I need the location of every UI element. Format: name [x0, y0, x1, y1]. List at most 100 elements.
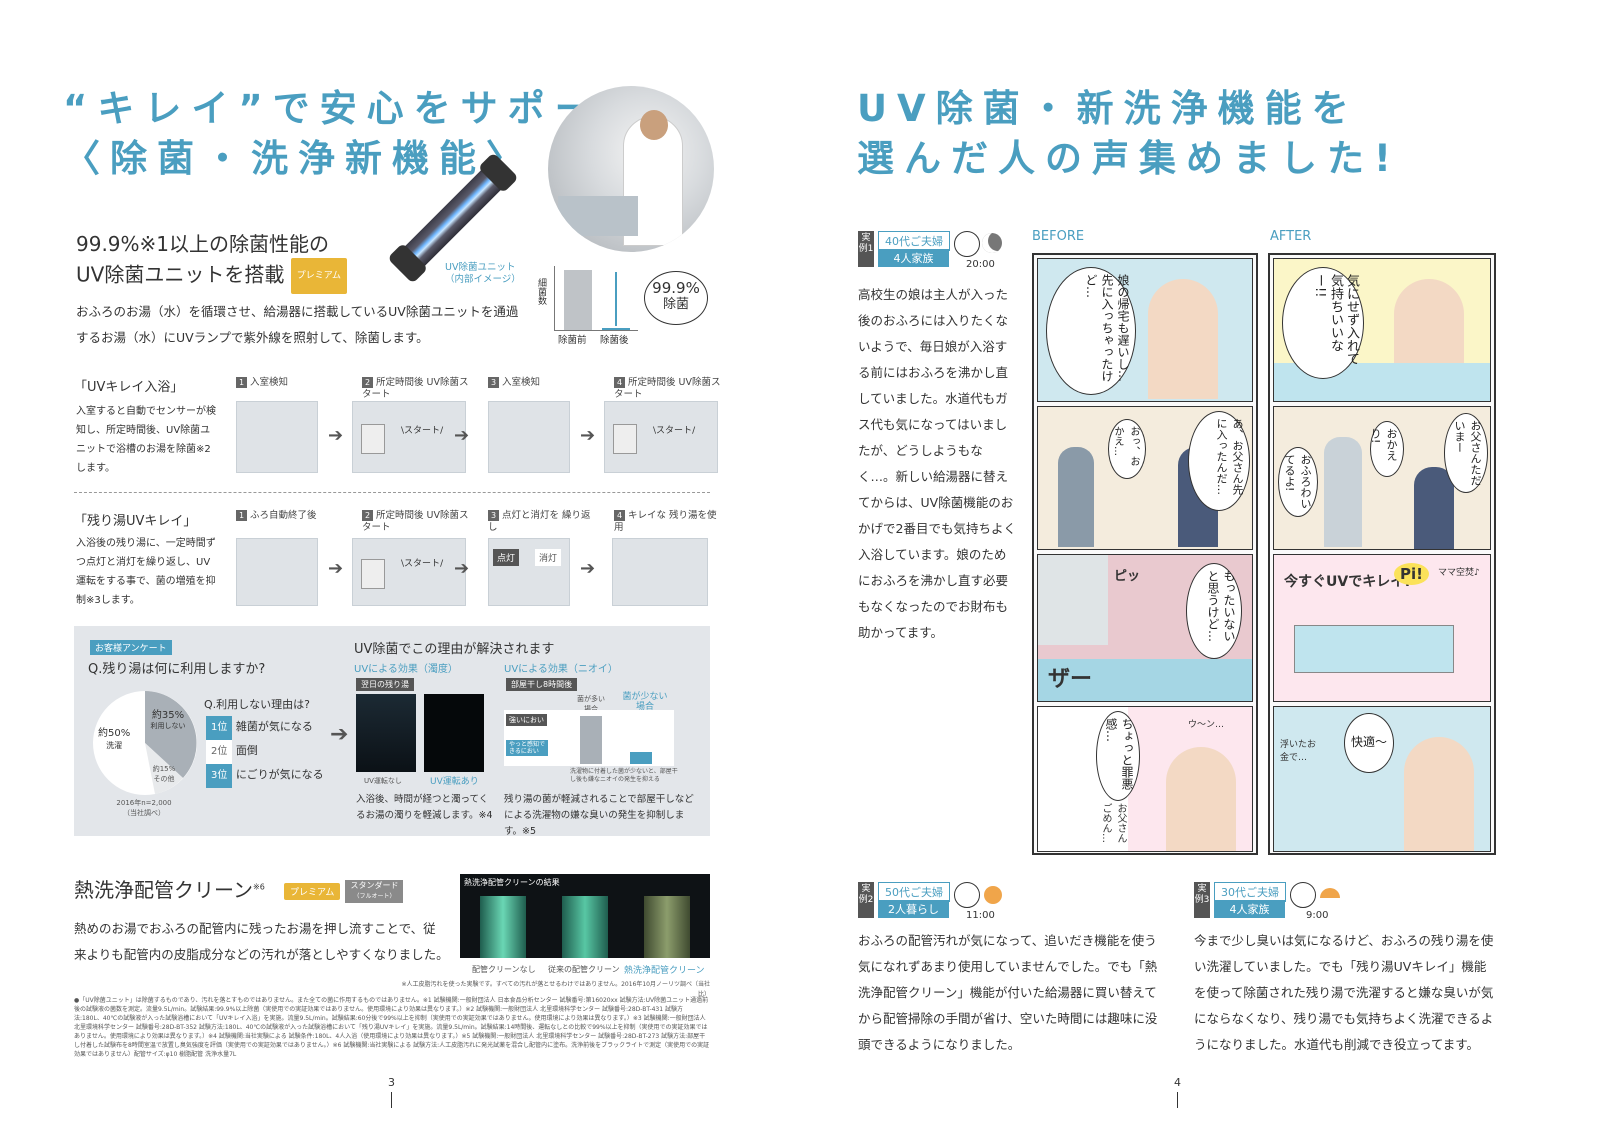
washing-illustration: [612, 538, 708, 606]
bubble-before-4: ちょっと罪悪感…: [1096, 711, 1140, 801]
standard-badge: スタンダード（フルオート）: [345, 880, 404, 903]
chart-before-label: 除菌前: [558, 335, 587, 346]
uv-heading-line1: 99.9%※1以上の除菌性能の: [76, 232, 330, 256]
reason-list: 1位 雑菌が気になる 2位 面倒 3位 にごりが気になる: [206, 716, 324, 788]
panel-before-2: あ、お父さん先に入ったんだ… おっ、おかえ…: [1037, 406, 1253, 550]
solve-title: UV除菌でこの理由が解決されます: [354, 642, 555, 657]
netsu-heading: 熱洗浄配管クリーン※6: [74, 874, 265, 903]
arrow-icon: ➔: [454, 425, 470, 446]
uv-body-line1: おふろのお湯（水）を循環させ、給湯器に搭載しているUV除菌ユニットを通過: [76, 304, 519, 319]
turbidity-without-photo: [356, 694, 416, 772]
start-label: スタート: [404, 426, 441, 436]
page-tick-right: [1177, 1092, 1178, 1108]
netsu-heading-text: 熱洗浄配管クリーン: [74, 878, 253, 902]
lab-photo: [548, 86, 714, 252]
clock-icon: [954, 231, 980, 257]
panel-after-1: 気にせず入れて気持ちいいなー!!: [1273, 258, 1491, 402]
bubble-after-1: 気にせず入れて気持ちいいなー!!: [1282, 267, 1364, 379]
text-before-4c: ウ〜ン…: [1188, 720, 1225, 730]
arrow-icon: ➔: [328, 558, 344, 579]
step-number: 1: [236, 510, 247, 521]
bubble-before-2b: おっ、おかえ…: [1108, 419, 1146, 479]
effect1-with: UV運転あり: [430, 777, 479, 787]
premium-badge: プレミアム: [290, 258, 348, 294]
netsu-photo-note: ※人工皮脂汚れを使った実験です。すべての汚れが落とせるわけではありません。201…: [401, 981, 711, 998]
sfx-pi: ピッ: [1114, 569, 1141, 584]
case3-sub: 4人家族: [1214, 900, 1285, 918]
bubble-after-2b: おかえり!: [1369, 421, 1404, 477]
uv-unit-caption: UV除菌ユニット（内部イメージ）: [445, 262, 521, 285]
bubble-before-1: 娘の帰宅も遅いし…先に入っちゃったけど…: [1046, 267, 1136, 395]
uv-start-illustration: \スタート/: [352, 401, 466, 473]
bubble-after-2c: おふろわいてるよ!: [1278, 447, 1318, 517]
uv-heading-text: UV除菌ユニットを搭載: [76, 262, 285, 287]
pipe-heat: [644, 896, 690, 958]
case1-text: 高校生の娘は主人が入った後のおふろには入りたくないようで、毎日娘が入浴する前には…: [858, 287, 1016, 640]
netsu-body-line1: 熱めのお湯でおふろの配管内に残ったお湯を押し流すことで、従: [74, 921, 436, 936]
text-after-4b: 浮いたお金で…: [1280, 740, 1317, 763]
after-label: AFTER: [1270, 229, 1312, 244]
percent-bubble: 99.9% 除菌: [644, 271, 708, 325]
bubble-before-2a: あ、お父さん先に入ったんだ…: [1188, 411, 1250, 511]
clock-icon: [954, 882, 980, 908]
footnotes: ●「UV除菌ユニット」は除菌するものであり、汚れを落とすものではありません。また…: [74, 997, 710, 1058]
panel-before-4: ちょっと罪悪感… お父さんごめん… ウ〜ン…: [1037, 706, 1253, 852]
bubble-after-4: 快適〜: [1344, 713, 1394, 773]
divider: [74, 492, 710, 493]
step-label: 入室検知: [250, 377, 289, 388]
panel-before-1: 娘の帰宅も遅いし…先に入っちゃったけど…: [1037, 258, 1253, 402]
rank-chip: 3位: [206, 764, 233, 788]
bar-before: [564, 270, 592, 330]
sun-icon: [984, 886, 1002, 904]
percent-value: 99.9%: [652, 279, 700, 297]
text-before-4b: お父さんごめん…: [1100, 803, 1126, 843]
uv-start-illustration-3: \スタート/: [352, 538, 466, 606]
netsu-photo-title: 熱洗浄配管クリーンの結果: [464, 878, 560, 887]
case1-tag: 実例1: [858, 231, 874, 267]
manga-after: 気にせず入れて気持ちいいなー!! お父さんただいまー おかえり! おふろわいてる…: [1268, 253, 1496, 855]
netsu-cap2: 従来の配管クリーン: [548, 965, 620, 974]
pie-second-label: 約35%利用しない: [148, 710, 188, 731]
case3-head: 30代ご夫婦: [1214, 882, 1286, 902]
page-number-left: 3: [388, 1076, 395, 1089]
start-label: スタート: [656, 426, 693, 436]
survey-pie-chart: [93, 691, 197, 795]
effect2-title: UVによる効果（ニオイ）: [504, 664, 618, 675]
arrow-icon: ➔: [454, 558, 470, 579]
step-label: ふろ自動終了後: [250, 510, 317, 521]
text-after-3c: ママ空焚♪: [1438, 568, 1480, 578]
odor-chart: 強いにおい やっと感知できるにおい: [504, 710, 674, 766]
sfx-pi-after: Pi!: [1394, 563, 1429, 585]
netsu-body-line2: 来よりも配管内の皮脂成分などの汚れが落としやすくなりました。: [74, 947, 449, 962]
netsu-cap3: 熱洗浄配管クリーン: [624, 966, 705, 976]
reason-text: 面倒: [235, 744, 258, 757]
right-title-line2: 選んだ人の声集めました!: [857, 137, 1401, 180]
bathroom-enter-illustration-2: [488, 401, 570, 473]
step-number: 4: [614, 510, 625, 521]
odor-weak-label: やっと感知できるにおい: [506, 740, 548, 756]
reason-text: 雑菌が気になる: [235, 720, 313, 733]
arrow-icon: ➔: [580, 558, 596, 579]
effect1-none: UV運転なし: [364, 777, 402, 785]
before-label: BEFORE: [1032, 229, 1085, 244]
odor-strong-label: 強いにおい: [506, 714, 547, 726]
rank-chip: 2位: [206, 740, 233, 764]
step-number: 2: [362, 377, 373, 388]
step-number: 1: [236, 377, 247, 388]
moon-icon: [982, 233, 1002, 253]
bathroom-enter-illustration: [236, 401, 318, 473]
standard-badge-sub: （フルオート）: [353, 893, 396, 900]
right-title-line1: UV除菌・新洗浄機能を: [857, 87, 1359, 130]
step-number: 3: [488, 510, 499, 521]
survey-panel: お客様アンケート Q.残り湯は何に利用しますか? 約50%洗濯 約35%利用しな…: [74, 626, 710, 837]
pipe-conventional: [562, 896, 608, 958]
effect1-desc: 入浴後、時間が経つと濁ってくるお湯の濁りを軽減します。※4: [356, 794, 493, 821]
odor-bar-few: [630, 752, 652, 764]
panel-before-3: もったいないと思うけど… ピッ ザー: [1037, 554, 1253, 702]
